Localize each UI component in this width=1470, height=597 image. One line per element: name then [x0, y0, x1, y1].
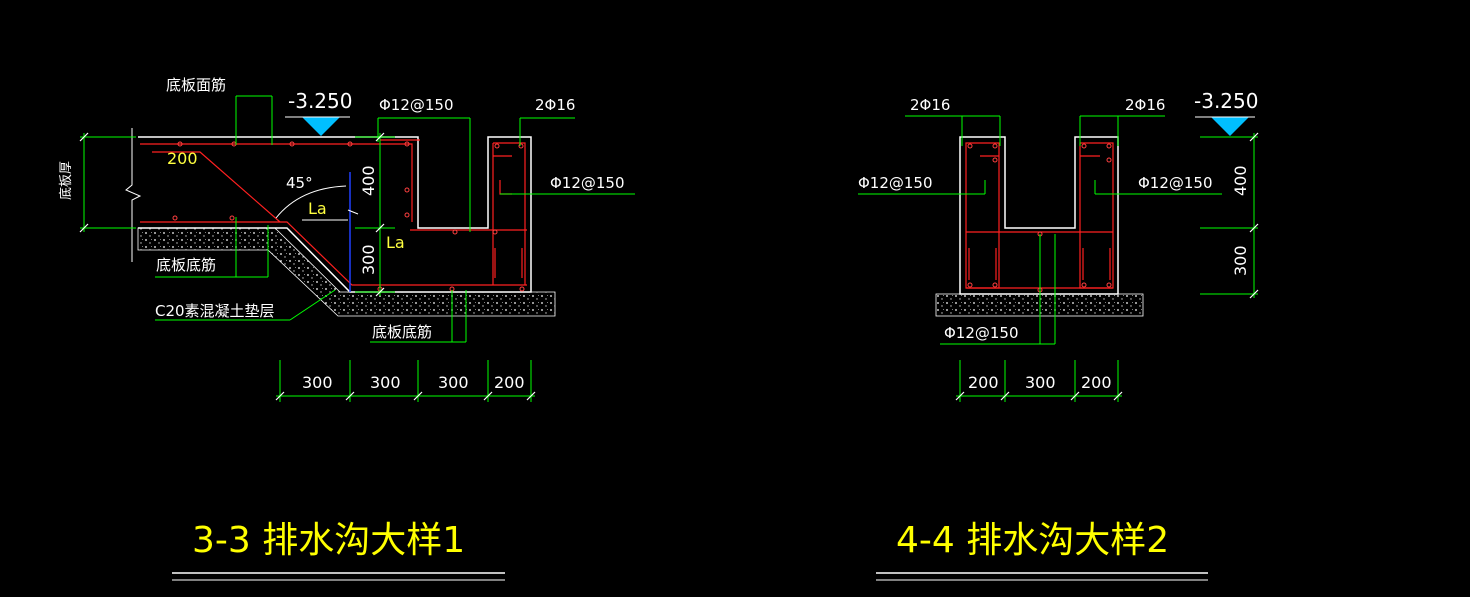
- vertical-dim-300: 300: [359, 244, 378, 275]
- vertical-dim-400: 400: [1231, 165, 1250, 196]
- top-bar-label: 底板面筋: [166, 76, 226, 94]
- bottom-bar-label: Φ12@150: [944, 324, 1019, 342]
- vertical-dim-300: 300: [1231, 245, 1250, 276]
- cushion-layer: [137, 227, 556, 317]
- elevation-marker-2: -3.250: [1194, 89, 1258, 136]
- section-title-2: 4-4 排水沟大样2: [896, 520, 1169, 561]
- corner-bar-label: 2Φ16: [535, 96, 575, 114]
- horizontal-dim: 200: [1081, 373, 1112, 392]
- rebar-dots: [172, 141, 525, 292]
- anchor-label-2: La: [386, 233, 405, 252]
- concrete-outline: [138, 136, 532, 293]
- section-3-3: -3.250 底板面筋 底板厚 200 45° La La 底板底筋 C20素混…: [58, 76, 635, 581]
- horizontal-dim: 300: [1025, 373, 1056, 392]
- leader-lines-2: [858, 115, 1258, 402]
- angle-arc: [275, 185, 347, 219]
- elevation-label: -3.250: [288, 89, 352, 113]
- corner-bar-left-label: 2Φ16: [910, 96, 950, 114]
- side-bar-left-label: Φ12@150: [858, 174, 933, 192]
- slab-thickness-label: 底板厚: [58, 161, 74, 200]
- corner-bar-right-label: 2Φ16: [1125, 96, 1165, 114]
- anchor-label-1: La: [308, 199, 327, 218]
- la-arrow-2: [347, 209, 359, 215]
- bottom-bar-left-label: 底板底筋: [156, 256, 216, 274]
- dim-ticks-2: [955, 132, 1259, 401]
- vertical-dim-400: 400: [359, 165, 378, 196]
- break-line: [125, 128, 142, 262]
- bottom-bar-center-label: 底板底筋: [372, 323, 432, 341]
- leader-lines-1: [80, 95, 635, 402]
- horizontal-dim: 300: [438, 373, 469, 392]
- section-4-4: -3.250 2Φ16 2Φ16 Φ12@150 Φ12@150 Φ12@150…: [858, 89, 1259, 581]
- side-bar-label: Φ12@150: [550, 174, 625, 192]
- section-title-1: 3-3 排水沟大样1: [192, 520, 465, 561]
- horizontal-dim: 200: [968, 373, 999, 392]
- horizontal-dim: 300: [370, 373, 401, 392]
- angle-label: 45°: [286, 174, 313, 192]
- elevation-marker-1: -3.250: [285, 89, 352, 136]
- stirrup-label: Φ12@150: [379, 96, 454, 114]
- horizontal-dim: 300: [302, 373, 333, 392]
- horizontal-dim: 200: [494, 373, 525, 392]
- concrete-outline: [959, 136, 1119, 295]
- dim-ticks-1: [79, 132, 536, 401]
- side-bar-right-label: Φ12@150: [1138, 174, 1213, 192]
- offset-label: 200: [167, 149, 198, 168]
- elevation-label: -3.250: [1194, 89, 1258, 113]
- cushion-label: C20素混凝土垫层: [155, 302, 275, 320]
